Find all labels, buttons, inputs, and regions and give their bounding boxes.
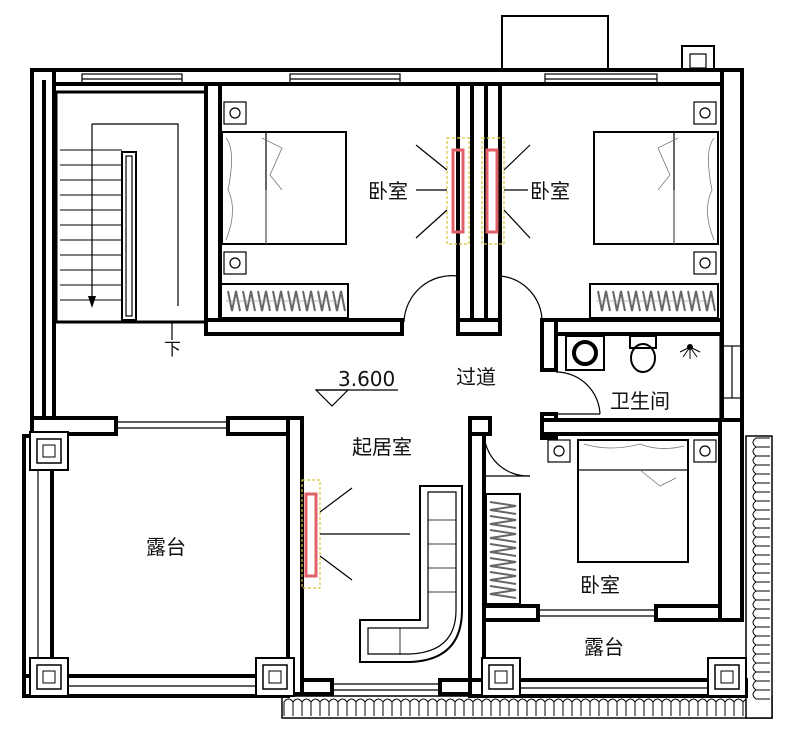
wardrobe-top-left (219, 283, 349, 319)
label-bedroom-bottom-right: 卧室 (580, 573, 620, 597)
stair-down-label: 下 (164, 340, 181, 360)
door-top-left (403, 275, 459, 323)
living-room-walls (30, 416, 492, 696)
sink (565, 335, 605, 371)
bed-top-left (221, 101, 347, 275)
label-bedroom-top-left: 卧室 (368, 179, 408, 203)
columns (29, 431, 747, 697)
label-terrace-left: 露台 (146, 535, 186, 559)
bathroom-door (555, 371, 601, 415)
label-corridor: 过道 (456, 365, 496, 389)
elevation-label: 3.600 (338, 367, 395, 391)
chimney (501, 15, 609, 75)
light-fixture-top-left (415, 137, 470, 245)
bedroom-bottom-right-walls (482, 418, 744, 622)
shower-head-icon (679, 344, 701, 359)
label-bathroom: 卫生间 (610, 389, 670, 413)
light-fixture-top-right (481, 137, 531, 245)
sofa (359, 485, 463, 663)
door-living (483, 431, 531, 477)
staircase (54, 90, 208, 340)
elevation-marker (314, 389, 398, 407)
toilet (629, 335, 657, 373)
door-top-right (499, 275, 543, 323)
roof-tile-edge (281, 435, 773, 719)
bed-top-right (593, 101, 719, 275)
wardrobe-top-right (589, 283, 719, 319)
bathroom-walls (540, 318, 743, 440)
bed-bottom-right (547, 439, 717, 563)
label-terrace-bottom: 露台 (584, 635, 624, 659)
wardrobe-bottom-right (485, 493, 521, 605)
label-bedroom-top-right: 卧室 (530, 179, 570, 203)
label-living-room: 起居室 (352, 435, 412, 459)
light-fixture-living (301, 479, 410, 589)
bedroom-top-left-walls (204, 82, 724, 336)
